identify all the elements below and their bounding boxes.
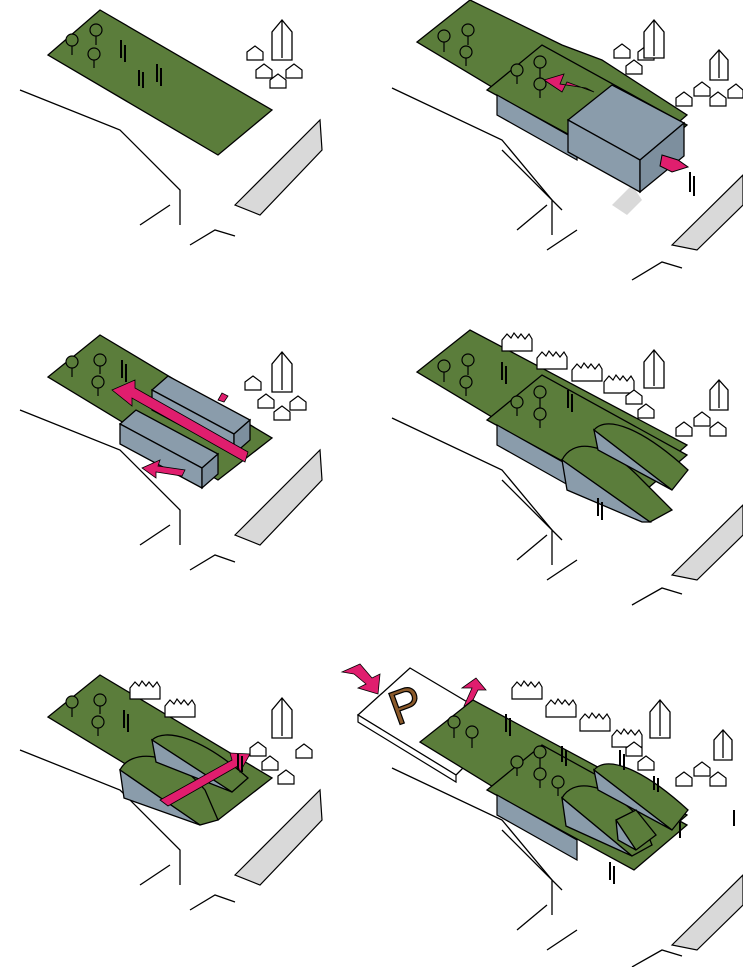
houses-icon [244, 375, 307, 421]
people-icon [505, 714, 735, 884]
crowd-icon [511, 679, 643, 748]
entrance-marker [659, 154, 690, 173]
arrow-icon [543, 73, 595, 93]
crowd-icon [129, 679, 196, 718]
arrow-icon [159, 752, 251, 807]
tower-icon [649, 698, 733, 761]
panel-step-2 [391, 0, 743, 281]
road-shadow [233, 118, 323, 216]
street-lines [19, 89, 236, 246]
tree-icon [437, 353, 547, 428]
people-icon [121, 360, 127, 382]
people-icon [689, 172, 695, 196]
tree-icon [447, 715, 565, 796]
street-lines [391, 87, 683, 281]
street-lines [19, 409, 236, 571]
roofscape [561, 763, 689, 857]
panel-step-6: P [340, 663, 743, 967]
street-lines [19, 749, 236, 911]
tower-icon [643, 348, 729, 411]
street-lines [391, 417, 683, 606]
tree-icon [65, 353, 107, 396]
houses-icon [249, 741, 313, 785]
tree-icon [437, 23, 547, 98]
arrow-icon [340, 663, 381, 695]
tree-icon [65, 23, 103, 68]
tower-icon [271, 18, 293, 61]
people-icon [123, 710, 243, 772]
panel-step-5 [19, 674, 323, 911]
tower-icon [271, 696, 293, 739]
roof-building [496, 793, 578, 862]
arrow-icon [217, 392, 229, 403]
street-lines [391, 767, 683, 967]
arrow-icon [111, 379, 249, 463]
arrow-icon [141, 459, 186, 479]
road-shadow [670, 874, 743, 951]
tower-icon [643, 18, 729, 81]
panel-step-3 [19, 334, 323, 571]
people-icon [501, 362, 603, 520]
tree-icon [65, 693, 107, 736]
houses-icon [246, 45, 303, 89]
road-shadow [612, 185, 642, 215]
bar-building [496, 93, 578, 162]
tower-icon [271, 350, 293, 393]
houses-icon [613, 43, 743, 107]
houses-icon [625, 741, 727, 787]
roofscape [561, 423, 689, 523]
road-shadow [670, 504, 743, 581]
panel-step-1 [19, 9, 323, 246]
houses-icon [625, 389, 727, 437]
people-icon [120, 40, 162, 88]
road-shadow [670, 174, 743, 251]
road-shadow [233, 448, 323, 546]
road-shadow [233, 788, 323, 886]
panel-step-4 [391, 329, 743, 606]
